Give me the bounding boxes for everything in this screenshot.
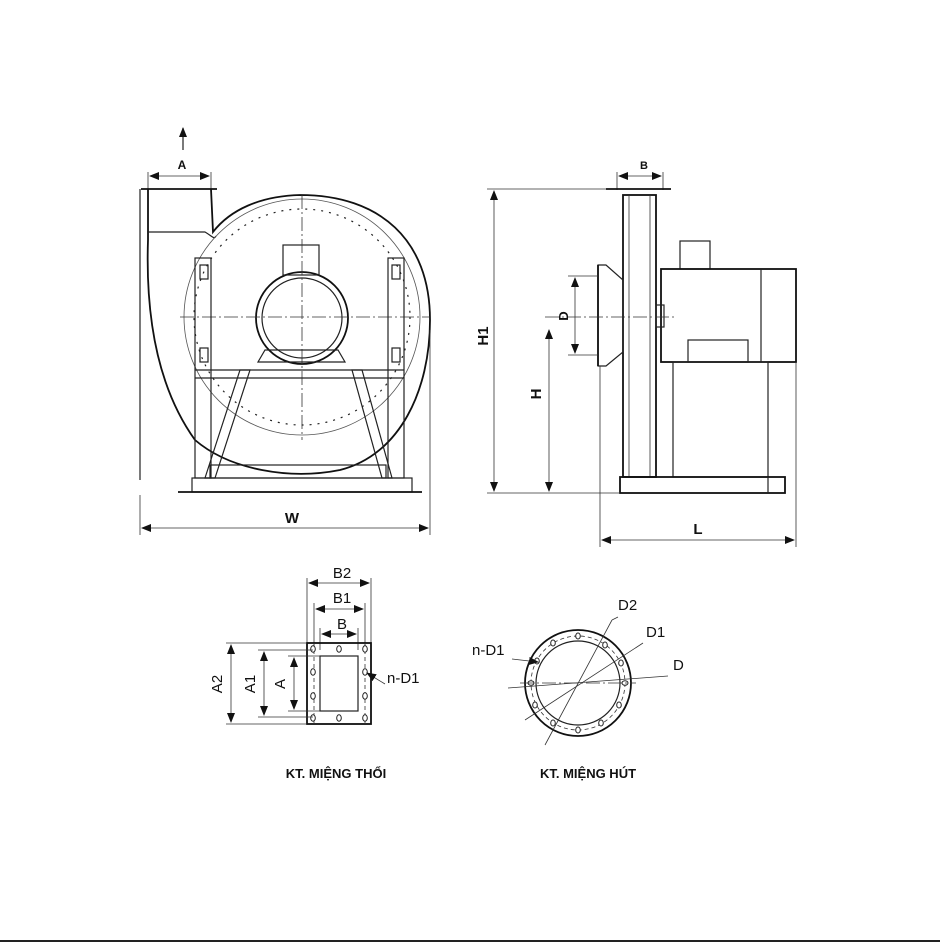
dim-label-d: D [556,311,571,320]
dim-label-l: L [693,521,702,538]
base-frame [191,477,413,493]
inlet-cone [597,264,624,367]
dim-label-d1: D1 [646,624,665,641]
side-base [619,476,786,494]
side-view: B D H1 H [475,160,797,547]
outlet-flange-outer [306,642,372,725]
dim-label-b-flange: B [337,616,347,633]
dim-label-b1: B1 [333,590,351,607]
outlet-opening [319,655,359,712]
dim-label-a: A [178,158,187,172]
dim-label-a1: A1 [242,675,259,693]
dim-label-h1: H1 [475,326,492,345]
inlet-flange-caption: KT. MIỆNG HÚT [540,766,636,781]
dim-label-b2: B2 [333,565,351,582]
motor-side [660,268,797,363]
outlet-flange-detail: B2 B1 B A2 A1 [209,565,420,781]
dim-label-h: H [528,389,545,400]
inlet-flange-detail: D2 D1 D n-D1 KT. MIỆNG HÚT [472,597,684,781]
dim-label-w: W [285,510,300,527]
outlet-holes-label: n-D1 [387,670,420,687]
dim-label-a2: A2 [209,675,226,693]
inlet-holes-label: n-D1 [472,642,505,659]
outlet-flange-caption: KT. MIỆNG THỔI [286,766,386,781]
dim-label-a-flange: A [272,679,289,689]
dim-label-b: B [640,160,648,172]
dim-label-d-flange: D [673,657,684,674]
front-view: A [139,127,431,535]
fan-housing-side [622,194,657,478]
dim-label-d2: D2 [618,597,637,614]
dim-line-d-flange [507,675,669,689]
dim-line-d1 [524,642,644,721]
